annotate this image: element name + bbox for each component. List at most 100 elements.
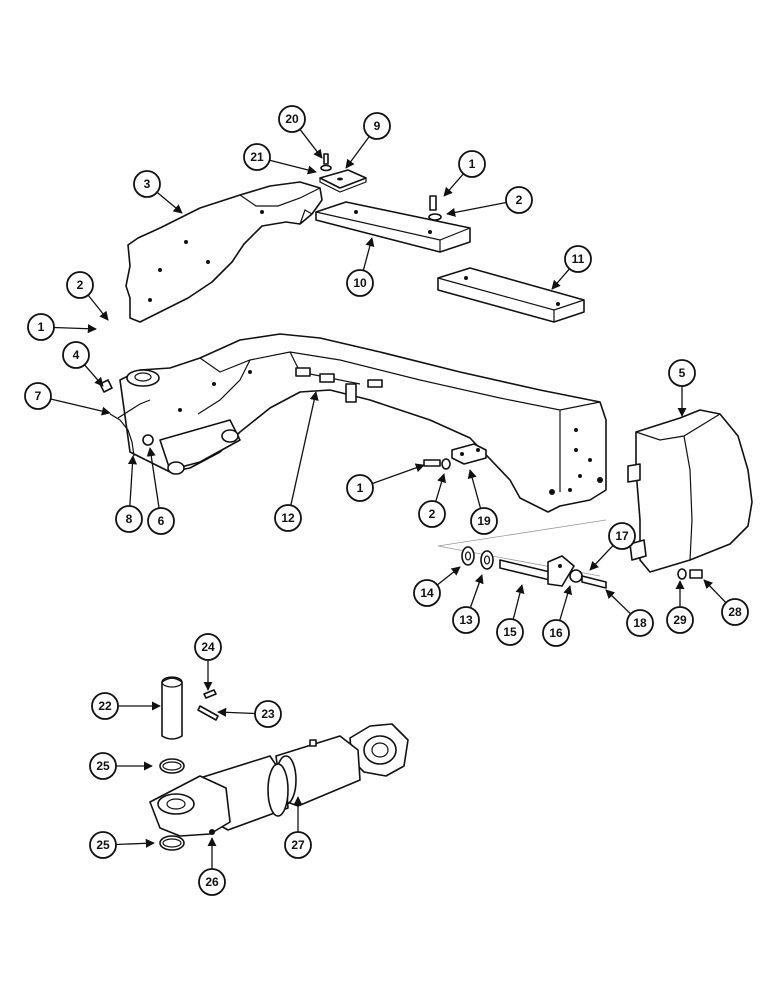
callout-20: 20 xyxy=(278,105,323,159)
callout-number: 2 xyxy=(516,193,523,207)
callout-bubble xyxy=(89,831,117,859)
callout-bubble xyxy=(505,186,533,214)
callout-15: 15 xyxy=(496,584,525,646)
callout-29: 29 xyxy=(666,580,694,634)
leader-arrow xyxy=(156,191,183,214)
callout-bubble xyxy=(721,598,749,626)
callout-bubble xyxy=(666,606,694,634)
leader-arrow xyxy=(53,324,97,334)
leader-arrow xyxy=(551,268,570,290)
main-frame xyxy=(119,333,607,513)
leader-arrow xyxy=(605,589,632,615)
callout-24: 24 xyxy=(194,633,222,691)
callout-bubble xyxy=(542,619,570,647)
callout-9: 9 xyxy=(345,112,391,169)
callout-1: 1 xyxy=(27,313,97,341)
callout-bubble xyxy=(254,700,282,728)
callout-number: 15 xyxy=(503,625,517,639)
callout-bubble xyxy=(89,752,117,780)
pin-plate xyxy=(451,443,487,465)
bolt-mid xyxy=(423,458,451,470)
bolt-28 xyxy=(677,568,703,580)
callout-26: 26 xyxy=(198,837,226,896)
callout-number: 25 xyxy=(96,838,110,852)
callout-number: 24 xyxy=(201,640,215,654)
leader-arrow xyxy=(589,545,614,571)
fitting-4 xyxy=(99,379,113,393)
leader-arrow xyxy=(559,585,573,621)
small-plate xyxy=(319,169,367,193)
callout-number: 11 xyxy=(572,252,585,266)
ring-25-upper xyxy=(159,758,185,774)
callout-1: 1 xyxy=(443,150,486,197)
leader-arrow xyxy=(84,364,104,387)
callout-number: 2 xyxy=(429,507,436,521)
callout-number: 19 xyxy=(477,514,491,528)
leader-arrow xyxy=(345,136,370,169)
callout-number: 1 xyxy=(38,320,45,334)
leader-arrow xyxy=(362,237,375,271)
callout-2: 2 xyxy=(418,473,447,528)
callout-bubble xyxy=(66,271,94,299)
lower-bar xyxy=(437,267,585,323)
callout-bubble xyxy=(115,505,143,533)
callout-number: 9 xyxy=(374,119,381,133)
callout-number: 6 xyxy=(158,514,165,528)
callout-number: 18 xyxy=(633,616,647,630)
callout-bubble xyxy=(626,609,654,637)
leader-arrow xyxy=(372,463,425,485)
leader-arrow xyxy=(299,128,323,159)
callout-bubble xyxy=(458,150,486,178)
callout-28: 28 xyxy=(703,579,749,626)
callout-5: 5 xyxy=(668,359,696,417)
callout-number: 26 xyxy=(205,875,219,889)
callout-bubble xyxy=(133,170,161,198)
leader-arrow xyxy=(127,455,138,507)
right-side-cover xyxy=(627,409,753,573)
leader-arrow xyxy=(435,473,447,502)
callout-bubble xyxy=(418,500,446,528)
leader-arrow xyxy=(446,201,507,217)
callout-2: 2 xyxy=(446,186,533,217)
leader-arrow xyxy=(87,294,109,321)
callout-22: 22 xyxy=(91,692,161,720)
left-front-cover xyxy=(125,181,323,323)
callout-number: 28 xyxy=(728,605,742,619)
callout-number: 21 xyxy=(250,150,264,164)
bolt-top xyxy=(428,195,442,221)
callout-bubble xyxy=(194,633,222,661)
callout-bubble xyxy=(470,507,498,535)
leader-arrow xyxy=(269,159,317,175)
callout-23: 23 xyxy=(217,700,282,728)
callout-number: 14 xyxy=(420,586,434,600)
callout-4: 4 xyxy=(62,341,104,387)
callout-bubble xyxy=(452,606,480,634)
callout-bubble xyxy=(284,831,312,859)
callout-number: 13 xyxy=(459,613,473,627)
callout-number: 29 xyxy=(673,613,687,627)
callout-number: 3 xyxy=(144,177,151,191)
callout-17: 17 xyxy=(589,522,636,571)
callout-25: 25 xyxy=(89,752,153,780)
callout-7: 7 xyxy=(24,382,111,416)
hydraulic-cylinder xyxy=(149,723,409,837)
callout-19: 19 xyxy=(467,469,498,535)
callout-number: 8 xyxy=(126,512,133,526)
leader-arrow xyxy=(115,838,155,848)
callout-number: 16 xyxy=(549,626,563,640)
callout-bubble xyxy=(496,618,524,646)
callout-bubble xyxy=(274,504,302,532)
cotter-23 xyxy=(197,689,219,721)
callout-number: 7 xyxy=(35,389,42,403)
callout-6: 6 xyxy=(146,447,175,535)
callout-bubble xyxy=(363,112,391,140)
callout-bubble xyxy=(346,474,374,502)
callout-number: 20 xyxy=(285,112,299,126)
callout-bubble xyxy=(668,359,696,387)
callout-bubble xyxy=(564,245,592,273)
callout-bubble xyxy=(24,382,52,410)
callout-number: 12 xyxy=(281,511,295,525)
callout-bubble xyxy=(278,105,306,133)
